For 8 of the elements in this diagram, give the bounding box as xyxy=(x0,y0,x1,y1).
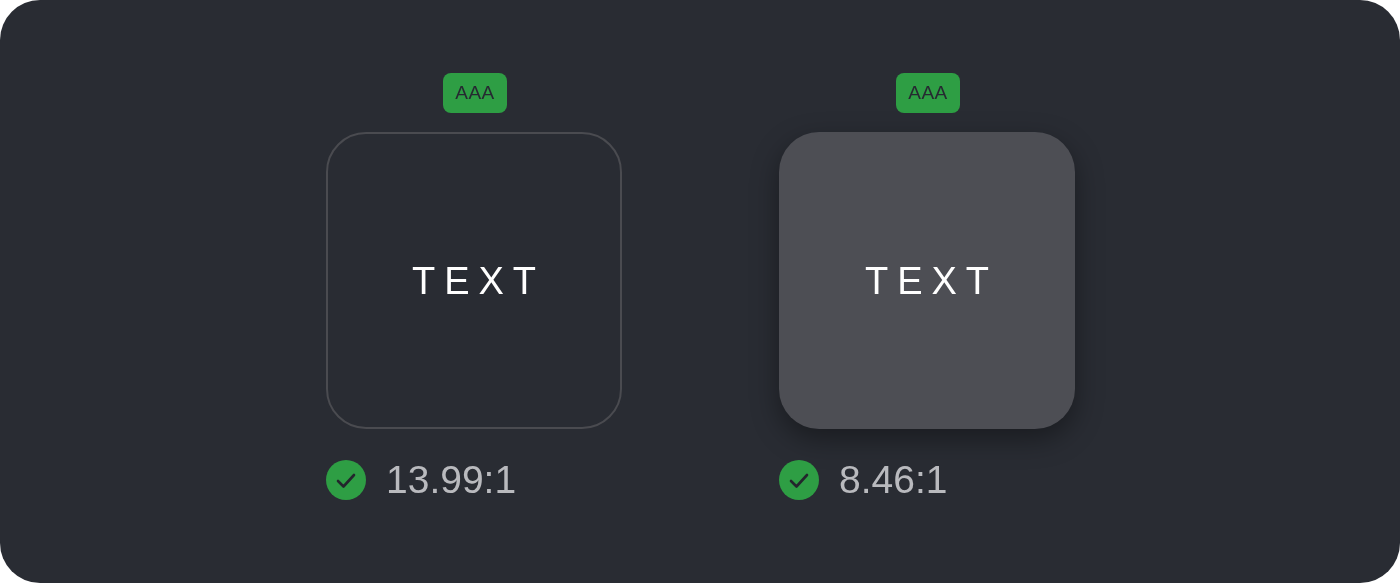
outlined-sample-card xyxy=(326,132,622,429)
rating-badge: AAA xyxy=(896,73,960,113)
contrast-ratio: 13.99:1 xyxy=(386,458,517,502)
rating-badge: AAA xyxy=(443,73,507,113)
filled-sample-card xyxy=(779,132,1075,429)
sample-text: TEXT xyxy=(863,258,999,303)
sample-text: TEXT xyxy=(410,258,546,303)
contrast-ratio: 8.46:1 xyxy=(839,458,948,502)
